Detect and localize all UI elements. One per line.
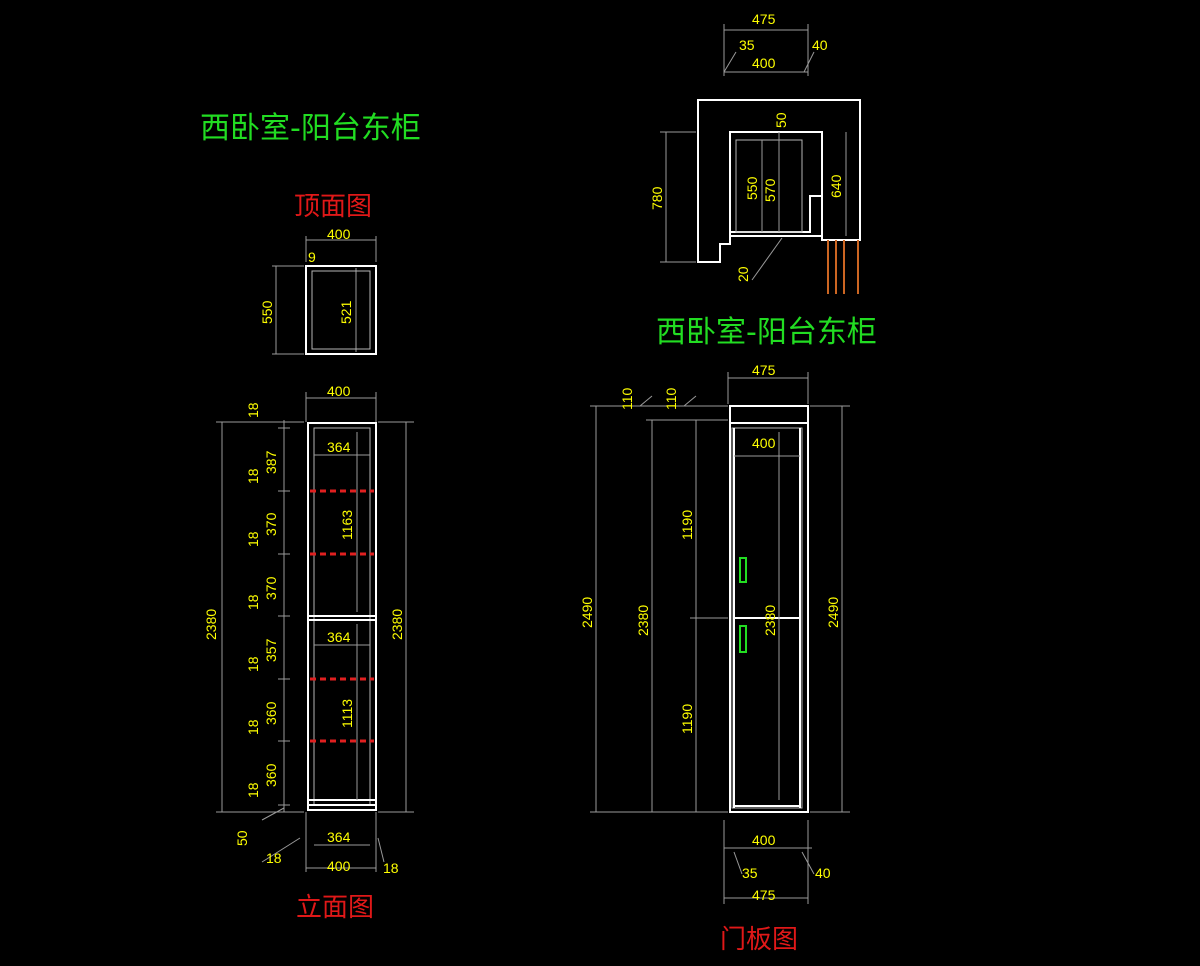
plan-depth-550: 550 [744, 176, 760, 200]
elevation-overall-right: 2380 [389, 609, 405, 640]
spacing-5: 360 [263, 701, 279, 725]
elevation-inner-width-mid: 364 [327, 629, 351, 645]
shelf-thickness-7: 18 [245, 782, 261, 798]
shelf-thickness-4: 18 [245, 594, 261, 610]
door-upper-height: 1190 [679, 510, 695, 540]
shelf-thickness-1: 18 [245, 402, 261, 418]
door-overall-right: 2490 [825, 597, 841, 628]
lower-door-handle [739, 625, 747, 653]
spacing-2: 370 [263, 512, 279, 536]
plan-right-offset: 40 [812, 37, 828, 53]
spacing-3: 370 [263, 576, 279, 600]
elevation-inner-width-bottom: 364 [327, 829, 351, 845]
elevation-lower-section: 1113 [339, 699, 355, 728]
door-lower-height: 1190 [679, 704, 695, 734]
shelf-thickness-5: 18 [245, 656, 261, 672]
plan-depth-570: 570 [762, 178, 778, 202]
spacing-1: 387 [263, 450, 279, 474]
door-panel-label: 门板图 [720, 925, 798, 955]
right-title: 西卧室-阳台东柜 [656, 315, 877, 350]
elevation-top-width: 400 [327, 383, 351, 399]
elevation-base: 50 [234, 830, 250, 846]
elevation-inner-width-upper: 364 [327, 439, 351, 455]
top-view-width: 400 [327, 226, 351, 242]
plan-depth: 780 [649, 186, 665, 210]
upper-door-handle [739, 557, 747, 583]
top-view-gap: 9 [308, 249, 316, 265]
plan-bottom-gap: 20 [735, 266, 751, 282]
door-panel-drawing [590, 372, 850, 904]
top-view-label: 顶面图 [294, 192, 372, 222]
top-view-drawing [272, 236, 377, 355]
elevation-drawing [216, 392, 414, 872]
door-top-width: 475 [752, 362, 776, 378]
elevation-side-left: 18 [266, 850, 282, 866]
top-view-inner-depth: 521 [338, 300, 354, 324]
spacing-4: 357 [263, 638, 279, 662]
elevation-label: 立面图 [296, 893, 374, 923]
elevation-spacing-labels: 387 370 370 357 360 360 [263, 450, 279, 787]
door-inner-width: 400 [752, 435, 776, 451]
elevation-side-right: 18 [383, 860, 399, 876]
door-overall-left: 2490 [579, 597, 595, 628]
door-bottom-left: 35 [742, 865, 758, 881]
plan-left-offset: 35 [739, 37, 755, 53]
shelf-thickness-6: 18 [245, 719, 261, 735]
plan-inner-width: 400 [752, 55, 776, 71]
door-top-height-2: 110 [663, 387, 679, 410]
door-bottom-right: 40 [815, 865, 831, 881]
top-view-depth: 550 [259, 300, 275, 324]
elevation-bottom-width: 400 [327, 858, 351, 874]
elevation-upper-section: 1163 [339, 510, 355, 540]
shelf-thickness-3: 18 [245, 531, 261, 547]
elevation-overall-left: 2380 [203, 609, 219, 640]
door-bottom-width: 475 [752, 887, 776, 903]
door-cabinet-height: 2380 [635, 605, 651, 636]
plan-drawing [660, 24, 861, 294]
plan-overall-width: 475 [752, 11, 776, 27]
door-inner-height: 2380 [762, 605, 778, 636]
plan-depth-640: 640 [828, 174, 844, 198]
left-title: 西卧室-阳台东柜 [200, 111, 421, 146]
spacing-6: 360 [263, 763, 279, 787]
door-bottom-inner-width: 400 [752, 832, 776, 848]
shelf-thickness-2: 18 [245, 468, 261, 484]
door-top-height-1: 110 [619, 387, 635, 410]
elevation-shelf-thickness-labels: 18 18 18 18 18 18 18 [245, 402, 261, 798]
plan-top-gap: 50 [773, 112, 789, 128]
